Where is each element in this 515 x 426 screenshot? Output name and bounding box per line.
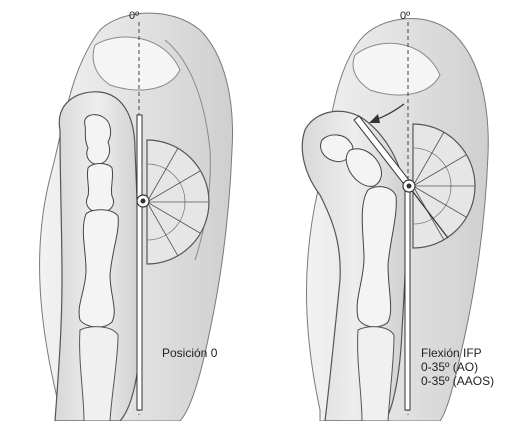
right-goniometer-fixed-arm	[405, 190, 410, 410]
right-zero-degree-label: 0º	[400, 9, 410, 23]
left-distal-phalanx	[85, 115, 111, 165]
right-metacarpal	[358, 327, 394, 421]
left-axis-center	[141, 199, 146, 204]
right-flexion-caption: Flexión IFP 0-35º (AO) 0-35º (AAOS)	[421, 346, 494, 388]
right-caption-line-1: Flexión IFP	[421, 346, 494, 360]
left-goniometer-fixed-arm	[137, 115, 142, 410]
right-axis-center	[407, 184, 412, 189]
left-position-caption: Posición 0	[162, 346, 217, 360]
right-caption-line-2: 0-35º (AO)	[421, 360, 494, 374]
right-caption-line-3: 0-35º (AAOS)	[421, 374, 494, 388]
left-middle-phalanx	[87, 164, 114, 213]
left-zero-degree-label: 0º	[129, 9, 139, 23]
